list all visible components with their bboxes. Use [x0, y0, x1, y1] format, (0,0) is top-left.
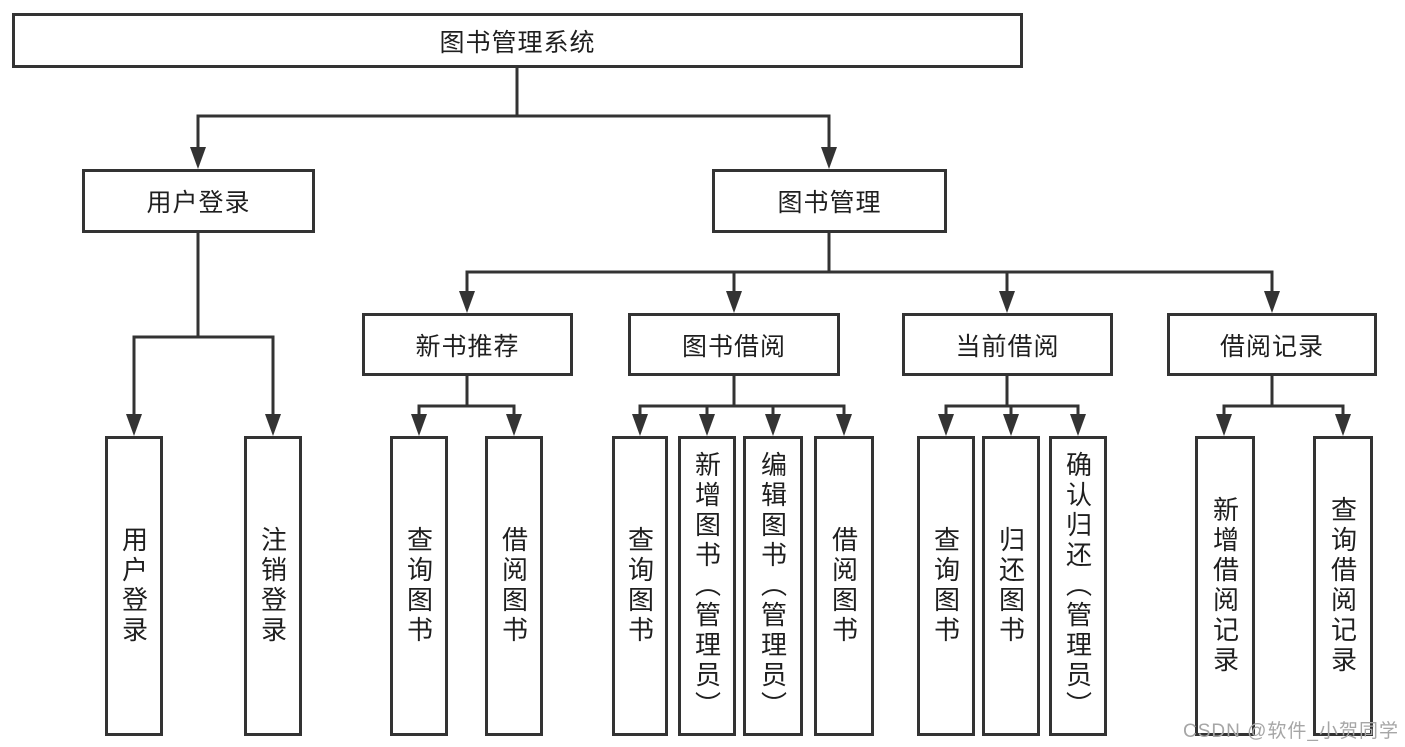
node-borrow-records: 借阅记录 — [1167, 313, 1377, 376]
leaf-records-query-record-label: 查询借阅记录 — [1327, 496, 1358, 676]
leaf-records-add-record: 新增借阅记录 — [1195, 436, 1255, 736]
leaf-current-confirm-return-admin: 确认归还（管理员） — [1049, 436, 1107, 736]
node-root: 图书管理系统 — [12, 13, 1023, 68]
leaf-current-confirm-return-admin-label: 确认归还（管理员） — [1062, 451, 1093, 721]
node-user-login-label: 用户登录 — [146, 189, 251, 217]
leaf-current-query-books-label: 查询图书 — [930, 526, 961, 646]
leaf-borrow-add-books-admin: 新增图书（管理员） — [678, 436, 736, 736]
leaf-current-query-books: 查询图书 — [917, 436, 975, 736]
leaf-recommend-query-books: 查询图书 — [390, 436, 448, 736]
leaf-borrow-query-books-label: 查询图书 — [624, 526, 655, 646]
leaf-logout: 注销登录 — [244, 436, 302, 736]
leaf-recommend-query-books-label: 查询图书 — [403, 526, 434, 646]
node-current-borrowing-label: 当前借阅 — [955, 332, 1060, 361]
node-book-management: 图书管理 — [712, 169, 947, 233]
node-book-borrowing: 图书借阅 — [628, 313, 840, 376]
leaf-user-login-label: 用户登录 — [118, 526, 149, 646]
leaf-borrow-query-books: 查询图书 — [612, 436, 668, 736]
node-book-management-label: 图书管理 — [777, 189, 882, 217]
leaf-user-login: 用户登录 — [105, 436, 163, 736]
leaf-current-return-books: 归还图书 — [982, 436, 1040, 736]
leaf-logout-label: 注销登录 — [257, 526, 288, 646]
leaf-recommend-borrow-books-label: 借阅图书 — [498, 526, 529, 646]
leaf-borrow-edit-books-admin: 编辑图书（管理员） — [743, 436, 803, 736]
node-borrow-records-label: 借阅记录 — [1219, 332, 1324, 361]
node-current-borrowing: 当前借阅 — [902, 313, 1113, 376]
leaf-current-return-books-label: 归还图书 — [995, 526, 1026, 646]
leaf-borrow-borrow-books-label: 借阅图书 — [828, 526, 859, 646]
leaf-borrow-add-books-admin-label: 新增图书（管理员） — [691, 451, 722, 721]
csdn-watermark: CSDN @软件_小贺同学 — [1183, 721, 1399, 742]
node-user-login: 用户登录 — [82, 169, 315, 233]
node-new-book-recommend: 新书推荐 — [362, 313, 573, 376]
leaf-borrow-borrow-books: 借阅图书 — [814, 436, 874, 736]
node-root-label: 图书管理系统 — [439, 28, 596, 57]
leaf-records-query-record: 查询借阅记录 — [1313, 436, 1373, 736]
leaf-records-add-record-label: 新增借阅记录 — [1209, 496, 1240, 676]
leaf-borrow-edit-books-admin-label: 编辑图书（管理员） — [757, 451, 788, 721]
node-new-book-recommend-label: 新书推荐 — [415, 332, 520, 361]
node-book-borrowing-label: 图书借阅 — [681, 332, 786, 361]
leaf-recommend-borrow-books: 借阅图书 — [485, 436, 543, 736]
